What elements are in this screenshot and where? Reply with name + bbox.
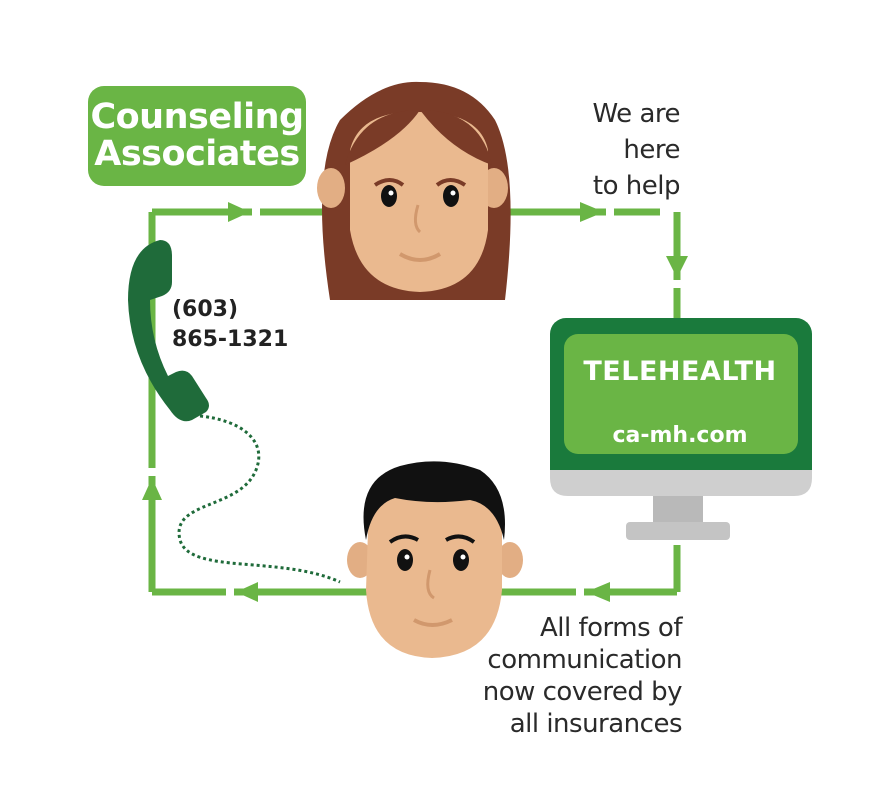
help-line-3: to help: [592, 171, 681, 201]
man-avatar-icon: [347, 461, 523, 658]
coverage-line-1: All forms of: [540, 613, 683, 643]
help-line-2: here: [623, 135, 680, 165]
coverage-line-3: now covered by: [482, 677, 683, 707]
monitor-icon: [550, 318, 812, 540]
help-line-1: We are: [592, 99, 681, 129]
phone-number: (603) 865-1321: [172, 295, 288, 355]
brand-name-line1: Counseling: [90, 97, 304, 137]
telehealth-title: TELEHEALTH: [583, 356, 777, 387]
flow-arrow-icon: [142, 202, 688, 602]
telephone-handset-icon: [128, 240, 341, 584]
brand-name-line2: Associates: [94, 134, 300, 174]
phone-local-number: 865-1321: [172, 327, 289, 352]
phone-area-code: (603): [172, 297, 239, 322]
coverage-line-2: communication: [487, 645, 682, 675]
help-message: We are here to help: [540, 96, 681, 204]
brand-logo: Counseling Associates: [88, 86, 306, 186]
telehealth-url: ca-mh.com: [612, 423, 748, 448]
coverage-line-4: all insurances: [509, 709, 683, 739]
woman-avatar-icon: [317, 81, 511, 301]
coverage-message: All forms of communication now covered b…: [420, 612, 683, 740]
